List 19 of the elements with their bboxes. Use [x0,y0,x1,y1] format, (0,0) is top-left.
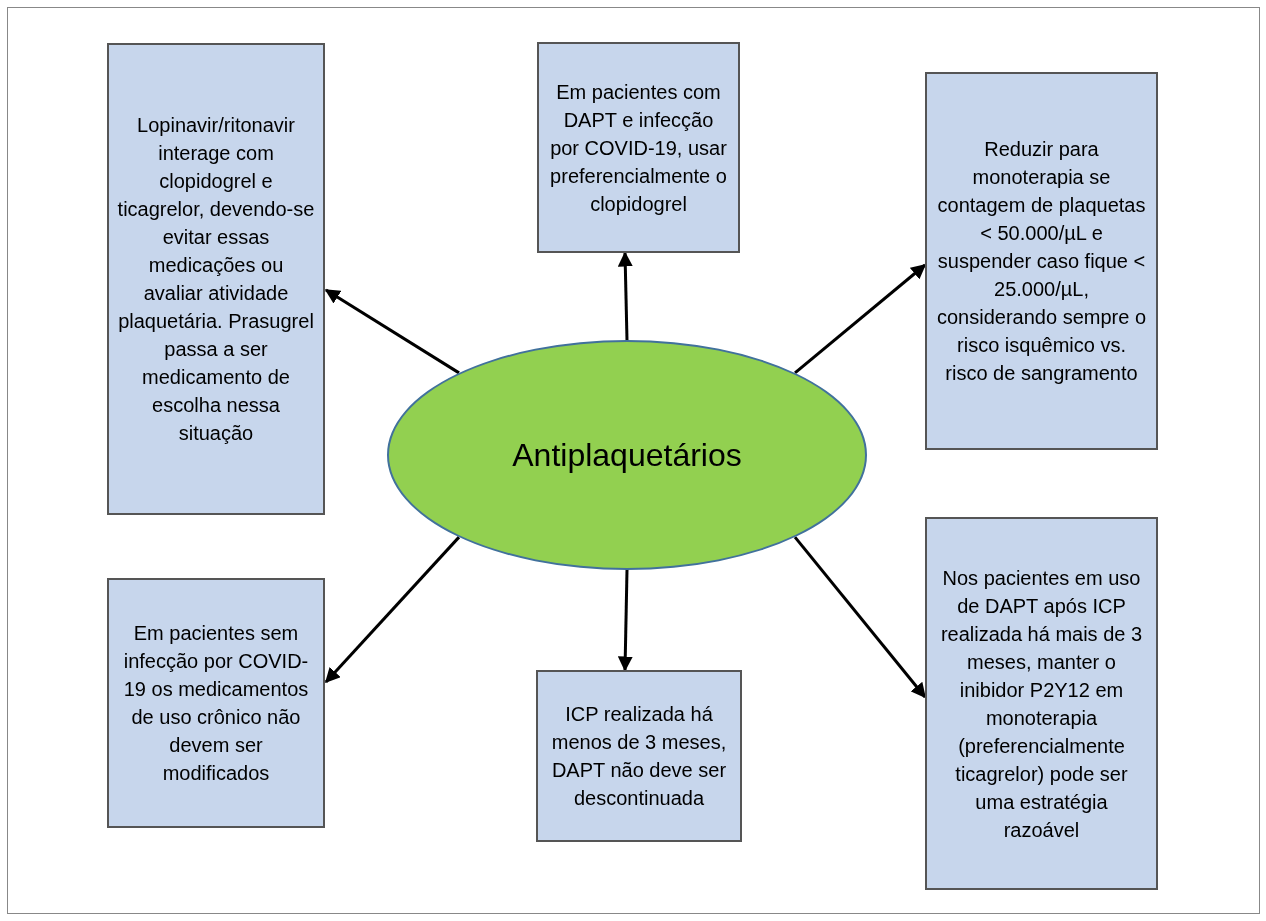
arrow [324,288,460,375]
note-box [107,43,325,515]
note-box [537,42,740,253]
note-box [536,670,742,842]
arrow [793,536,927,699]
arrow [794,263,927,375]
note-text: Em pacientes com DAPT e infecção por COVID-19, usar preferencialmente o clopidogrel [549,79,728,217]
note-text: Lopinavir/ritonavir interage com clopidogrel e ticagrelor, devendo-se evitar essas medicações ou avaliar atividade plaquetária. Prasugrel passa a ser medicamento de escolha nessa situação [116,113,316,446]
note-text: Reduzir para monoterapia se contagem de plaquetas < 50.000/µL e suspender caso fique < 25.000/µL, considerando sempre o risco isquêmico vs. risco de sangramento [936,137,1147,386]
arrow [324,536,461,684]
note-text: ICP realizada há menos de 3 meses, DAPT não deve ser descontinuada [550,702,728,811]
arrow [617,569,633,672]
note-box [925,517,1158,890]
arrow [617,251,633,341]
topic-title: Antiplaquetários [512,436,742,475]
note-box [925,72,1158,450]
note-text: Nos pacientes em uso de DAPT após ICP realizada há mais de 3 meses, manter o inibidor P2Y12 em monoterapia (preferencialmente ticagrelor) pode ser uma estratégia razoável [939,565,1144,843]
note-text: Em pacientes sem infecção por COVID-19 os medicamentos de uso crônico não devem ser modificados [122,621,310,786]
note-box [107,578,325,828]
